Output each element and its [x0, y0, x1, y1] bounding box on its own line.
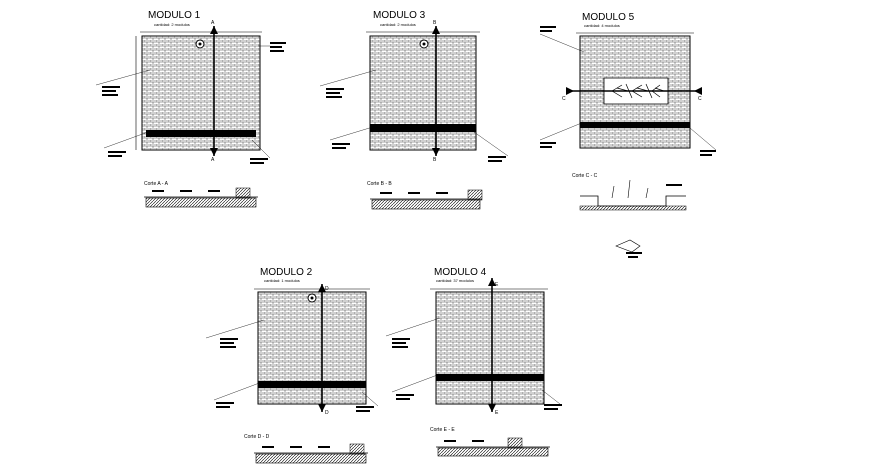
module-1-plan: MODULO 1 cantidad: 2 modulos A A [95, 10, 286, 164]
module-3-subtitle: cantidad: 2 modulos [380, 22, 416, 27]
module-3-paving [369, 35, 477, 151]
module-5-title: MODULO 5 [582, 12, 635, 23]
module-1-cut-label: Corte A - A [144, 181, 169, 187]
module-3-band [370, 124, 476, 132]
module-3-title: MODULO 3 [373, 10, 426, 21]
module-4-paving [435, 291, 545, 405]
module-4-marker-top: E [495, 282, 499, 288]
module-5-marker-right: C [698, 96, 702, 102]
module-3-marker-bottom: B [433, 157, 437, 163]
module-5-plan: MODULO 5 cantidad: 4 modulos C C [539, 12, 717, 156]
module-5-marker-left: C [562, 96, 566, 102]
module-2-title: MODULO 2 [260, 267, 313, 278]
module-5-section: Corte C - C [572, 173, 687, 211]
module-3-plan: MODULO 3 cantidad: 2 modulos B B [319, 10, 509, 163]
module-1-band [146, 130, 256, 137]
module-3-section: Corte B - B [367, 181, 483, 210]
module-4-cut-label: Corte E - E [430, 427, 455, 433]
module-1-marker-bottom: A [211, 157, 215, 163]
module-2-band [258, 381, 366, 388]
module-1-section: Corte A - A [144, 181, 258, 208]
module-2-marker-bottom: D [325, 410, 329, 416]
module-4-plan: MODULO 4 cantidad: 37 modulos E E [385, 267, 562, 416]
module-5-band [580, 122, 690, 128]
module-5-plant-icons [611, 83, 665, 99]
module-3-cut-label: Corte B - B [367, 181, 392, 187]
module-2-marker-top: D [325, 286, 329, 292]
module-4-marker-bottom: E [495, 410, 499, 416]
module-1-title: MODULO 1 [148, 10, 201, 21]
module-1-subtitle: cantidad: 2 modulos [154, 22, 190, 27]
module-2-plan: MODULO 2 cantidad: 1 modulos D D [205, 267, 379, 416]
module-3-marker-top: B [433, 20, 437, 26]
north-symbol [615, 239, 642, 258]
module-5-cut-label: Corte C - C [572, 173, 598, 179]
module-2-subtitle: cantidad: 1 modulos [264, 278, 300, 283]
module-4-subtitle: cantidad: 37 modulos [436, 278, 474, 283]
module-4-section: Corte E - E [430, 427, 550, 457]
module-4-title: MODULO 4 [434, 267, 487, 278]
module-1-marker-top: A [211, 20, 215, 26]
module-2-cut-label: Corte D - D [244, 434, 270, 440]
module-4-band [436, 374, 544, 381]
module-2-section: Corte D - D [244, 434, 368, 464]
module-5-subtitle: cantidad: 4 modulos [584, 23, 620, 28]
